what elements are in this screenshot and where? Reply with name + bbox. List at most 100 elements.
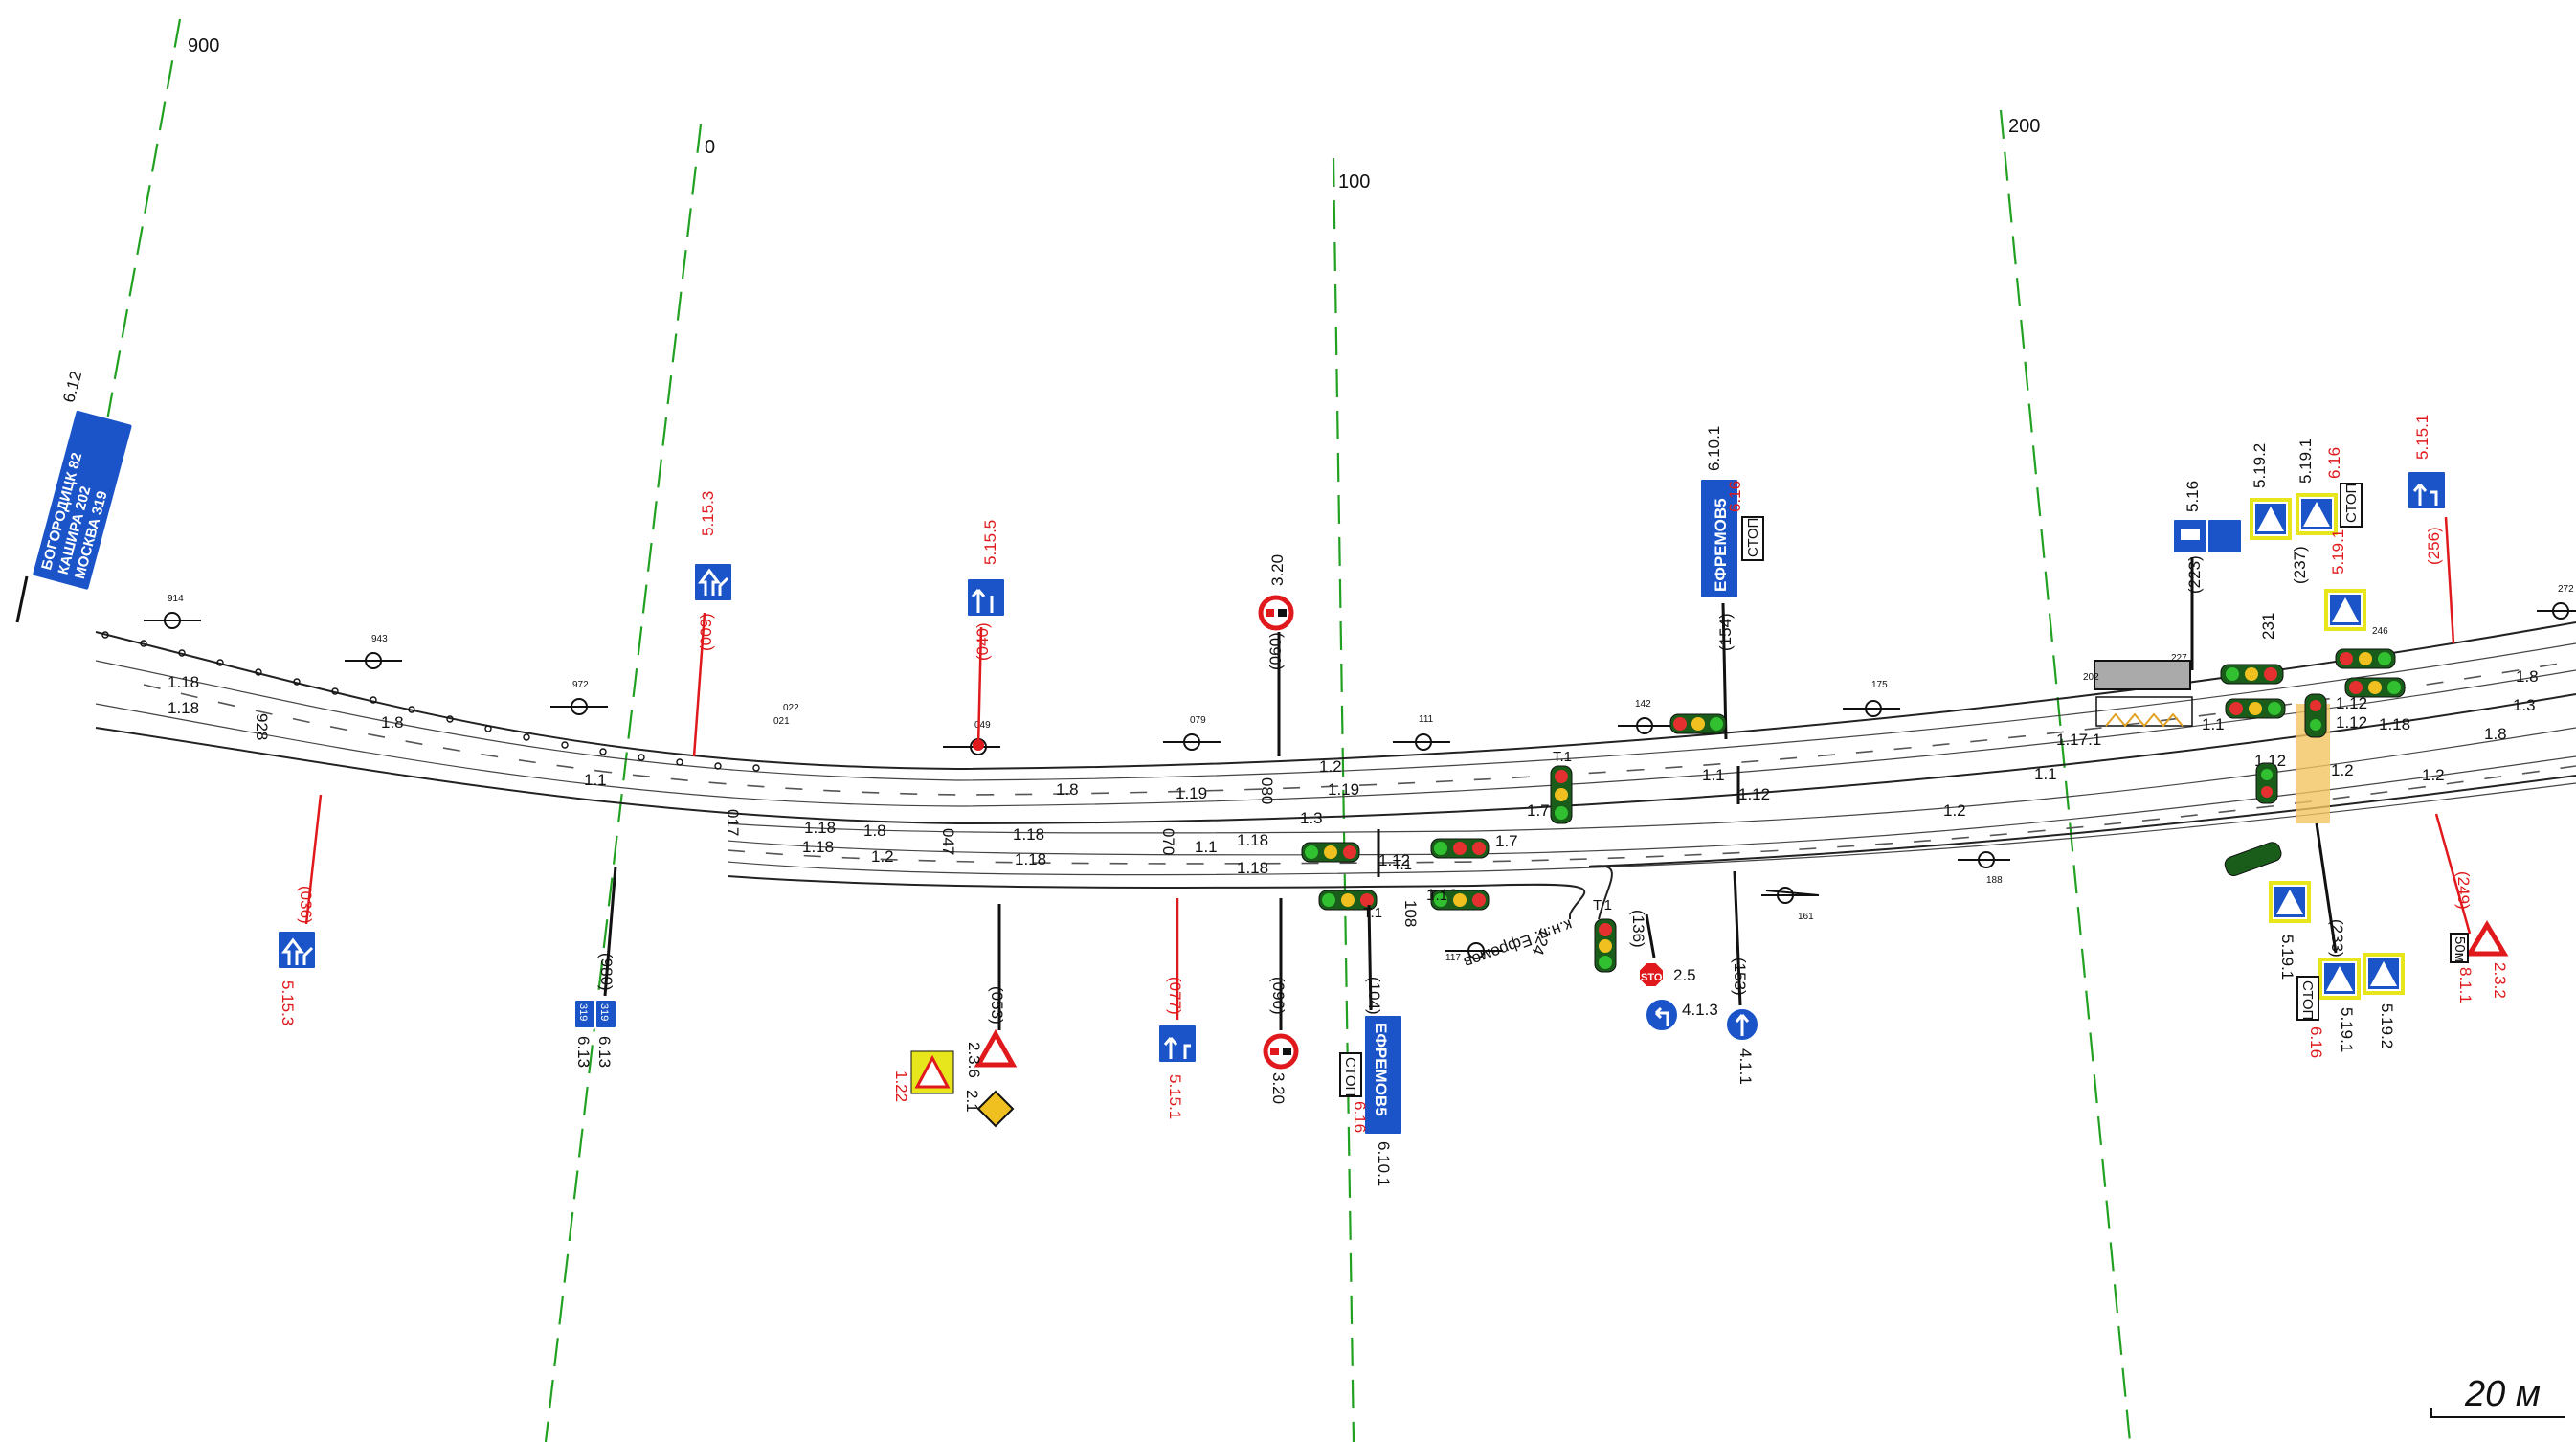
sign-code-label: 5.19.2 [2251,443,2269,488]
station-label: (053) [988,986,1006,1025]
marking-label: 1.8 [2516,667,2539,686]
lamp-chainage: 111 [1419,714,1434,725]
place-sign-code: 6.10.1 [1705,426,1723,471]
place-sign-top: ЕФРЕМОВ5 6.10.1 СТОП 6.16 (154) [1699,426,1764,740]
road-line-low-1 [727,727,2576,834]
road-edge-bottom-right [1588,775,2576,867]
bus-stop-icon-2 [2206,518,2243,554]
station-label: (153) [1731,958,1749,996]
station-line [692,612,706,757]
station-marker [973,739,984,751]
marking-label: 1.18 [802,838,834,856]
lamp-chainage: 049 [974,720,991,731]
road-line-low-2 [727,755,2576,856]
crossing-signs-bottom: 5.19.1 СТОП 6.16 5.19.1 5.19.2 (233) [2269,822,2405,1058]
marking-label: 1.1 [1195,838,1218,856]
sign-code-label: 3.20 [1269,1072,1288,1104]
marking-label: 1.19 [1328,780,1359,799]
lane-dash-1 [143,660,2576,796]
stop-plate [1741,516,1764,561]
sign-code-label: 5.19.1 [2338,1007,2356,1052]
station-label: (237) [2291,546,2309,584]
direction-sign-6-12: БОГОРОДИЦК 82 КАШИРА 202 МОСКВА 319 6.12 [31,370,134,592]
lamp-post [345,652,402,669]
marking-label: 1.8 [381,713,404,732]
sign-code-label: 6.16 [2325,447,2343,479]
traffic-signal-vertical [1594,918,1617,973]
sign-4-1-1: 4.1.1 (153) [1725,870,1759,1085]
marking-label: 1.12 [2336,694,2367,712]
marking-label: 1.12 [1738,785,1770,803]
marking-label: 1.2 [2422,766,2445,784]
number-label: 080 [1258,777,1276,804]
sign-3-20-bottom: 3.20 (090) [1263,898,1299,1104]
lamp-chainage: 117 [1445,953,1461,963]
marking-label: 1.18 [1013,825,1044,844]
sign-code-label: 1.22 [892,1070,910,1102]
sign-code-label: 2.3.6 [965,1042,983,1078]
marking-label: 1.19 [1176,784,1207,802]
traffic-signal-horizontal [1430,890,1490,911]
road-edge-mid [95,693,2576,825]
station-label: (154) [1716,613,1735,651]
marking-label: 1.3 [2513,696,2536,714]
sign-code-label: 2.5 [1673,966,1696,984]
stop-plate-text: СТОП [2299,980,2316,1020]
traffic-signal-horizontal [1301,842,1360,863]
distance-plate [2450,933,2469,963]
lamp-posts [144,602,2576,959]
sign-code-label: 5.16 [2184,481,2202,512]
sign-code-label: 5.19.2 [2378,1003,2396,1048]
road-edge-bottom [727,875,1586,915]
marking-label: 1.8 [2484,725,2507,743]
traffic-signal-horizontal [1318,890,1378,911]
place-sign-code: 6.10.1 [1375,1141,1393,1186]
sign-code-label: 4.1.3 [1682,1001,1718,1019]
station-label: (077) [1166,977,1184,1015]
crossing-signs-top: 5.19.2 5.19.1 СТОП 6.16 5.19.1 (237) 231 [2250,439,2366,640]
marking-labels: 1.18 1.18 1.8 1.1 1.8 1.19 1.19 1.2 1.3 … [168,667,2539,904]
lamp-post [943,738,1000,755]
marking-label: 1.8 [1056,780,1079,799]
station-label: (980) [597,953,616,991]
marking-label: 1.7 [1527,801,1550,820]
sign-code-label: 5.15.5 [981,520,999,565]
sign-code-label: 5.15.3 [279,980,297,1025]
traffic-signal-horizontal [1669,713,1727,734]
lamp-chainage: 972 [572,680,589,690]
marking-label: 1.8 [863,822,886,840]
sign-code-label: 5.15.1 [2413,415,2431,460]
curb-dots [101,631,760,772]
marking-label: 1.12 [1378,851,1410,869]
traffic-signal-vertical [2304,693,2327,738]
station-label: (233) [2328,919,2346,958]
picket-label-0: 0 [705,137,715,158]
lamp-post [550,698,608,715]
number-label: 017 [724,809,742,836]
sign-code-label: 6.13 [595,1036,614,1068]
sign-5-15-1-top: 5.15.1 (256) [2407,415,2455,644]
sign-5-16: 5.16 (223) [2172,481,2243,670]
lamp-chainage: 188 [1986,875,2003,886]
marking-label: 1.18 [1237,859,1268,877]
sign-code-label: 6.13 [574,1036,593,1068]
lamp-chainage: 246 [2372,626,2388,637]
lane-dash-2 [727,765,2576,865]
bus-pocket-zigzag [2105,712,2184,728]
stop-plate [1339,1052,1362,1097]
km-plate-text: 319 [577,1003,589,1021]
stop-sign-icon [1638,961,1665,988]
traffic-signal-horizontal [2335,648,2396,669]
marking-label: 1.18 [1015,850,1046,868]
traffic-signal-horizontal [2220,664,2284,685]
place-sign-bottom: ЕФРЕМОВ5 6.10.1 СТОП 6.16 (104) [1339,904,1403,1186]
sign-code-label: 4.1.1 [1736,1048,1755,1085]
marking-label: 1.2 [871,847,894,866]
sign-3-20-top: 3.20 (060) [1258,554,1294,756]
place-sign-text: ЕФРЕМОВ5 [1372,1023,1390,1116]
traffic-signal-horizontal [2225,698,2286,719]
picket-line-900 [103,18,182,432]
misc-numbers: 928 047 017 070 080 108 [253,713,1420,927]
marking-label: 1.2 [1943,801,1966,820]
lamp-post [2537,602,2576,620]
